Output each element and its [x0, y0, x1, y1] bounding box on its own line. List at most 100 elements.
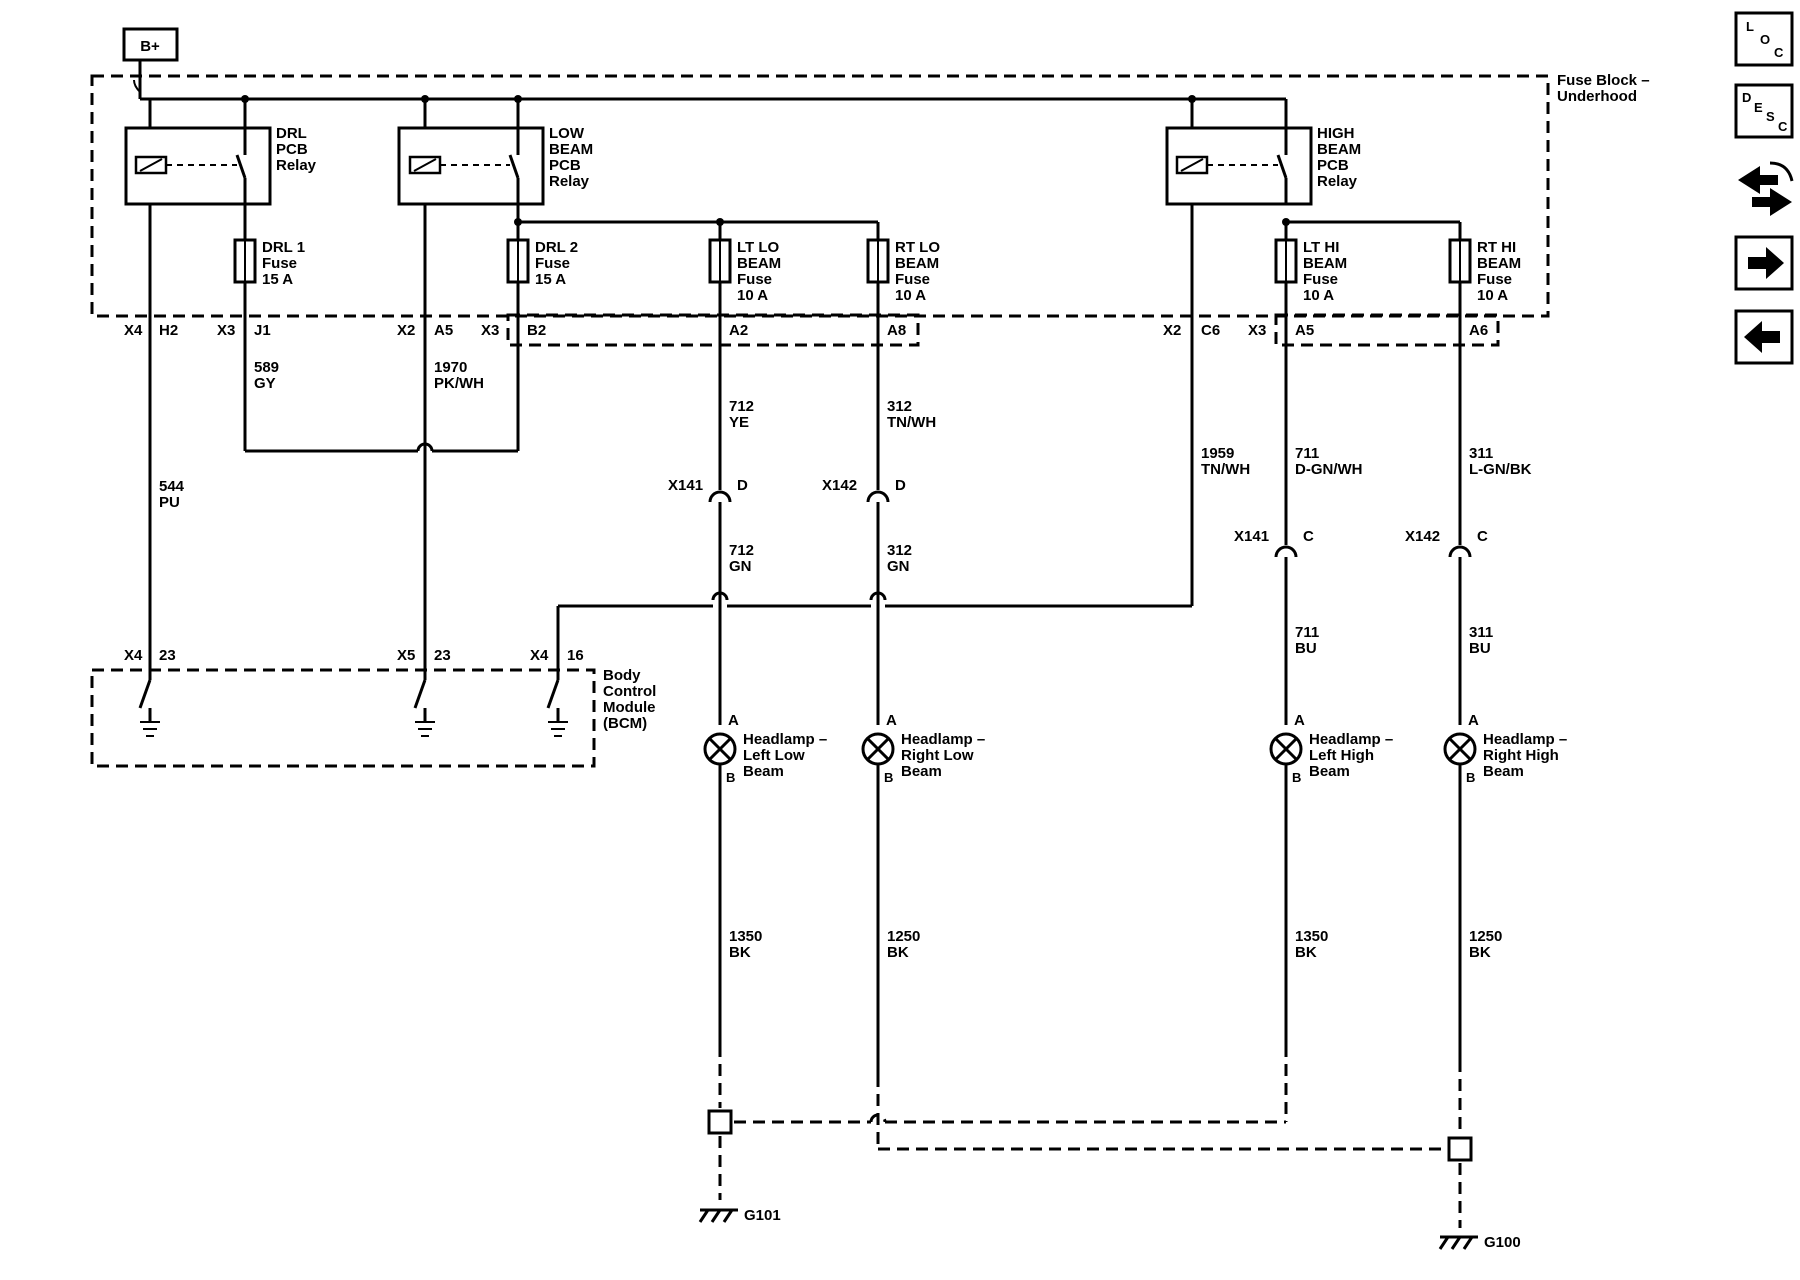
connector-button[interactable]: [1738, 161, 1794, 216]
wire-544-pu: 544 PU: [148, 204, 185, 680]
loc-letter-o: O: [1760, 32, 1770, 47]
rt-hi-beam-fuse: RT HI BEAM Fuse 10 A: [1448, 238, 1521, 304]
low-beam-relay-label-2: BEAM: [549, 141, 593, 158]
connector-icon: [1738, 161, 1794, 216]
pin-a6: A6: [1469, 322, 1488, 339]
drl2-fuse: DRL 2 Fuse 15 A: [506, 204, 578, 288]
rt-high-label-3: Beam: [1483, 763, 1524, 780]
pin-a5-hi: A5: [1295, 322, 1314, 339]
x141-c-pin: C: [1303, 528, 1314, 545]
wire-312-tnwh-color: TN/WH: [887, 414, 936, 431]
wire-544-color: PU: [159, 494, 180, 511]
low-beam-relay-label-4: Relay: [549, 173, 590, 190]
pin-c6: C6: [1201, 322, 1220, 339]
rt-high-pin-a: A: [1468, 712, 1479, 729]
bcm-pin-conn-3: X4: [530, 647, 549, 664]
wire-1959-color: TN/WH: [1201, 461, 1250, 478]
wire-1250-hi-circuit: 1250: [1469, 928, 1502, 945]
loc-letter-l: L: [1746, 19, 1754, 34]
lt-low-label-3: Beam: [743, 763, 784, 780]
drl1-fuse-label-2: Fuse: [262, 255, 297, 272]
pin-b2: B2: [527, 322, 546, 339]
x3-connector-outline-low: [506, 313, 920, 347]
wire-589-circuit: 589: [254, 359, 279, 376]
desc-letter-e: E: [1754, 100, 1763, 115]
rt-hi-fuse-label-3: Fuse: [1477, 271, 1512, 288]
wire-711: 711 D-GN/WH 711 BU: [1284, 282, 1363, 725]
wire-312-gn-circuit: 312: [887, 542, 912, 559]
rt-high-label-2: Right High: [1483, 747, 1559, 764]
drl1-fuse-label-3: 15 A: [262, 271, 293, 288]
pin-conn-x2-c6: X2: [1163, 322, 1181, 339]
wire-1250-rt-circuit: 1250: [887, 928, 920, 945]
drl-relay-label-2: PCB: [276, 141, 308, 158]
lt-low-label-1: Headlamp –: [743, 731, 827, 748]
pin-a2: A2: [729, 322, 748, 339]
body-control-module: Body Control Module (BCM) X4 23 X5 23 X4…: [90, 647, 656, 768]
wire-1250-rt-color: BK: [887, 944, 909, 961]
x142-c-pin: C: [1477, 528, 1488, 545]
lt-low-pin-b: B: [726, 770, 735, 785]
high-beam-relay-label-4: Relay: [1317, 173, 1358, 190]
low-beam-relay-label-3: PCB: [549, 157, 581, 174]
bcm-label-2: Control: [603, 683, 656, 700]
rt-hi-fuse-label-1: RT HI: [1477, 239, 1516, 256]
rt-high-pin-b: B: [1466, 770, 1475, 785]
desc-letter-c: C: [1778, 119, 1788, 134]
wire-1970-circuit: 1970: [434, 359, 467, 376]
high-beam-relay: HIGH BEAM PCB Relay: [1165, 99, 1361, 206]
wire-1350-hi-color: BK: [1295, 944, 1317, 961]
lt-hi-fuse-label-1: LT HI: [1303, 239, 1339, 256]
pin-a5: A5: [434, 322, 453, 339]
lt-low-pin-a: A: [728, 712, 739, 729]
rt-hi-fuse-label-4: 10 A: [1477, 287, 1508, 304]
drl-relay-label-1: DRL: [276, 125, 307, 142]
wire-312: 312 TN/WH 312 GN: [869, 282, 936, 725]
pin-conn-x3-a5: X3: [1248, 322, 1266, 339]
prev-button[interactable]: [1734, 309, 1794, 365]
wire-711-dgnwh-circuit: 711: [1295, 445, 1319, 462]
loc-button[interactable]: L O C: [1734, 11, 1794, 67]
high-beam-relay-label-1: HIGH: [1317, 125, 1355, 142]
rt-lo-fuse-label-2: BEAM: [895, 255, 939, 272]
fuse-block-pin-labels: X4 H2 X3 J1 X2 A5 X3 B2 A2 A8 X2 C6 X3 A…: [124, 322, 1488, 339]
rt-lo-fuse-label-3: Fuse: [895, 271, 930, 288]
bcm-pin-3: 16: [567, 647, 584, 664]
wire-589-color: GY: [254, 375, 276, 392]
desc-button[interactable]: D E S C: [1734, 83, 1794, 139]
wire-311-bu-color: BU: [1469, 640, 1491, 657]
bcm-label-4: (BCM): [603, 715, 647, 732]
low-beam-fused-bus: [514, 218, 880, 245]
x142-c-name: X142: [1405, 528, 1440, 545]
headlamp-right-high-beam: A B Headlamp – Right High Beam: [1443, 712, 1567, 785]
desc-letter-s: S: [1766, 109, 1775, 124]
pin-conn-x3-b2: X3: [481, 322, 499, 339]
x142-d-pin: D: [895, 477, 906, 494]
wire-712-ye-circuit: 712: [729, 398, 754, 415]
wire-311-bu-circuit: 311: [1469, 624, 1493, 641]
low-beam-relay: LOW BEAM PCB Relay: [397, 99, 593, 206]
x141-d-pin: D: [737, 477, 748, 494]
lt-lo-beam-fuse: LT LO BEAM Fuse 10 A: [708, 238, 781, 304]
headlamp-left-high-beam: A B Headlamp – Left High Beam: [1269, 712, 1393, 785]
wire-544-circuit: 544: [159, 478, 185, 495]
lt-high-label-3: Beam: [1309, 763, 1350, 780]
lt-high-pin-b: B: [1292, 770, 1301, 785]
bcm-pin-conn-1: X4: [124, 647, 143, 664]
wire-311-lgnbk-circuit: 311: [1469, 445, 1493, 462]
wire-1959-circuit: 1959: [1201, 445, 1234, 462]
inline-connector-x142-d: X142 D: [822, 477, 906, 503]
wire-712-gn-circuit: 712: [729, 542, 754, 559]
next-button[interactable]: [1734, 235, 1794, 291]
wire-1970-color: PK/WH: [434, 375, 484, 392]
ground-g101: G101: [698, 1207, 781, 1224]
rt-high-label-1: Headlamp –: [1483, 731, 1567, 748]
ground-g100: G100: [1438, 1234, 1521, 1251]
bcm-pin-conn-2: X5: [397, 647, 415, 664]
rt-low-pin-b: B: [884, 770, 893, 785]
g100-label: G100: [1484, 1234, 1521, 1251]
wire-1350-lt-circuit: 1350: [729, 928, 762, 945]
lt-high-label-2: Left High: [1309, 747, 1374, 764]
lt-lo-fuse-label-4: 10 A: [737, 287, 768, 304]
inline-connector-x141-d: X141 D: [668, 477, 748, 503]
